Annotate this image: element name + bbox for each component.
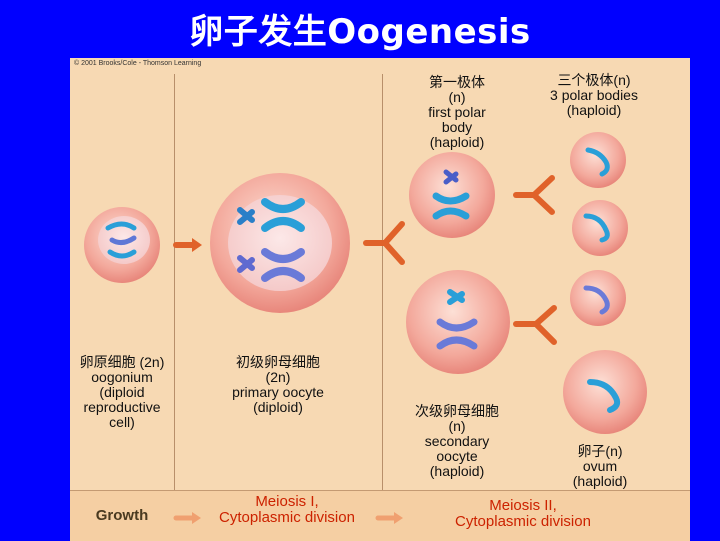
secondary-oocyte-cell — [406, 270, 510, 374]
primary-oocyte-label: 初级卵母细胞 (2n) primary oocyte (diploid) — [232, 354, 324, 415]
polar-body-cell — [572, 200, 628, 256]
arrow-icon — [375, 512, 403, 524]
meiosis-two-stage-label: Meiosis II, Cytoplasmic division — [455, 497, 591, 530]
arrow-icon — [173, 512, 201, 524]
oogonium-label: 卵原细胞 (2n) oogonium (diploid reproductive… — [79, 354, 165, 430]
fork-arrow-icon — [363, 221, 405, 265]
secondary-oocyte-label: 次级卵母细胞 (n) secondary oocyte (haploid) — [415, 403, 499, 479]
meiosis-one-stage-label: Meiosis I, Cytoplasmic division — [219, 493, 355, 526]
divider-line — [174, 74, 175, 540]
page-title: 卵子发生Oogenesis — [189, 12, 531, 52]
first-polar-body-label: 第一极体 (n) first polar body (haploid) — [428, 74, 486, 150]
polar-body-cell — [570, 270, 626, 326]
three-polar-bodies-label: 三个极体(n) 3 polar bodies (haploid) — [550, 72, 638, 118]
growth-stage-label: Growth — [95, 507, 149, 524]
fork-arrow-icon — [513, 175, 555, 215]
copyright-text: © 2001 Brooks/Cole - Thomson Learning — [74, 60, 202, 67]
oogonium-cell — [84, 207, 160, 283]
polar-body-cell — [570, 132, 626, 188]
arrow-icon — [173, 238, 202, 252]
ovum-cell — [563, 350, 647, 434]
fork-arrow-icon — [513, 305, 557, 345]
ovum-label: 卵子(n) ovum (haploid) — [572, 443, 628, 489]
divider-line — [382, 74, 383, 540]
first-polar-body-cell — [409, 152, 495, 238]
primary-oocyte-cell — [210, 173, 350, 313]
